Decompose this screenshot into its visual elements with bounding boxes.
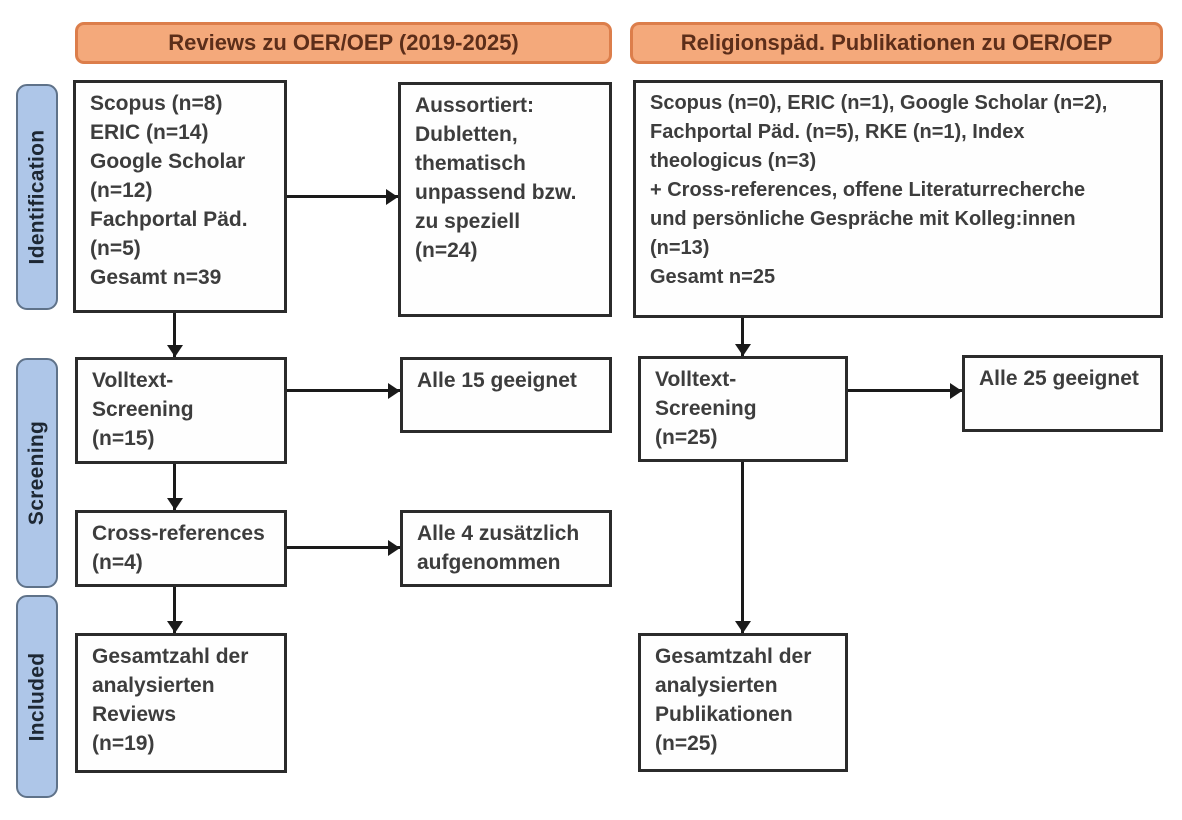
arrow-religionspaed-fulltext-to-result xyxy=(848,389,962,392)
stage-label-screening: Screening xyxy=(16,358,58,588)
box-reviews-sources: Scopus (n=8) ERIC (n=14) Google Scholar … xyxy=(73,80,287,313)
arrow-reviews-sources-to-excluded xyxy=(287,195,398,198)
stage-label-identification: Identification xyxy=(16,84,58,310)
column-header-reviews: Reviews zu OER/OEP (2019-2025) xyxy=(75,22,612,64)
arrow-reviews-sources-to-fulltext xyxy=(173,313,176,357)
arrow-crossreferences-to-result xyxy=(287,546,400,549)
box-reviews-total: Gesamtzahl der analysierten Reviews (n=1… xyxy=(75,633,287,773)
box-religionspaed-sources: Scopus (n=0), ERIC (n=1), Google Scholar… xyxy=(633,80,1163,318)
arrow-reviews-fulltext-to-result xyxy=(287,389,400,392)
arrow-crossreferences-to-total xyxy=(173,587,176,633)
box-reviews-fulltext-screening: Volltext- Screening (n=15) xyxy=(75,357,287,464)
box-religionspaed-fulltext-result: Alle 25 geeignet xyxy=(962,355,1163,432)
column-header-religionspaed: Religionspäd. Publikationen zu OER/OEP xyxy=(630,22,1163,64)
arrow-religionspaed-fulltext-to-total xyxy=(741,462,744,633)
box-reviews-crossreferences-result: Alle 4 zusätzlich aufgenommen xyxy=(400,510,612,587)
box-reviews-crossreferences: Cross-references (n=4) xyxy=(75,510,287,587)
arrow-religionspaed-sources-to-fulltext xyxy=(741,318,744,356)
stage-label-identification-text: Identification xyxy=(25,129,48,265)
box-religionspaed-fulltext-screening: Volltext- Screening (n=25) xyxy=(638,356,848,462)
arrow-reviews-fulltext-to-crossreferences xyxy=(173,464,176,510)
stage-label-included-text: Included xyxy=(25,652,48,741)
box-reviews-fulltext-result: Alle 15 geeignet xyxy=(400,357,612,433)
stage-label-included: Included xyxy=(16,595,58,798)
stage-label-screening-text: Screening xyxy=(25,420,49,526)
box-religionspaed-total: Gesamtzahl der analysierten Publikatione… xyxy=(638,633,848,772)
box-reviews-excluded: Aussortiert: Dubletten, thematisch unpas… xyxy=(398,82,612,317)
